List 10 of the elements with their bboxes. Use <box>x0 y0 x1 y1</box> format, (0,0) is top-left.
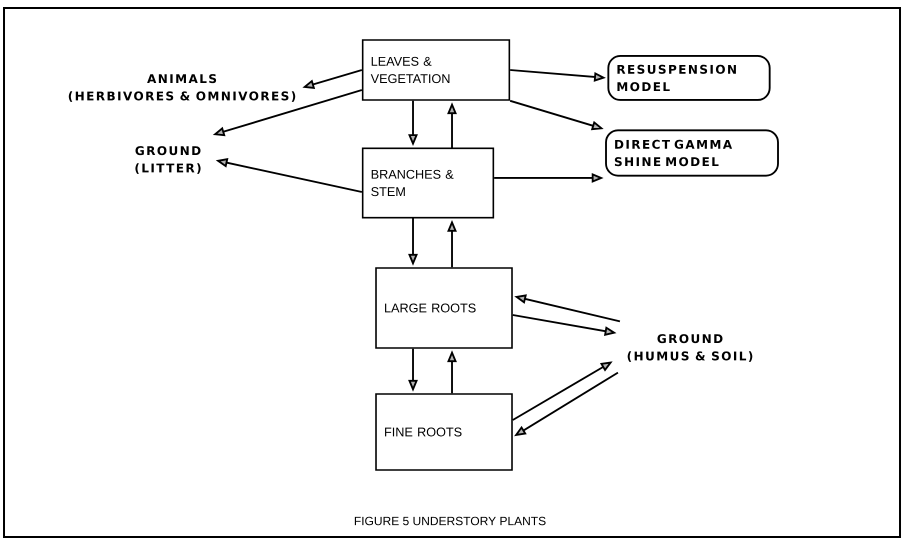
model-box: RESUSPENSION MODEL <box>607 55 771 101</box>
model-box: DIRECT GAMMA SHINE MODEL <box>605 129 779 177</box>
process-box: FINE ROOTS <box>375 393 513 471</box>
process-box: LARGE ROOTS <box>375 267 513 349</box>
node-label: ANIMALS (HERBIVORES & OMNIVORES) <box>68 74 296 102</box>
node-label: GROUND (HUMUS & SOIL) <box>628 334 752 362</box>
process-box: BRANCHES & STEM <box>362 148 494 218</box>
caption: FIGURE 5 UNDERSTORY PLANTS <box>354 516 546 526</box>
node-label: GROUND (LITTER) <box>135 146 201 174</box>
process-box: LEAVES & VEGETATION <box>362 39 510 101</box>
